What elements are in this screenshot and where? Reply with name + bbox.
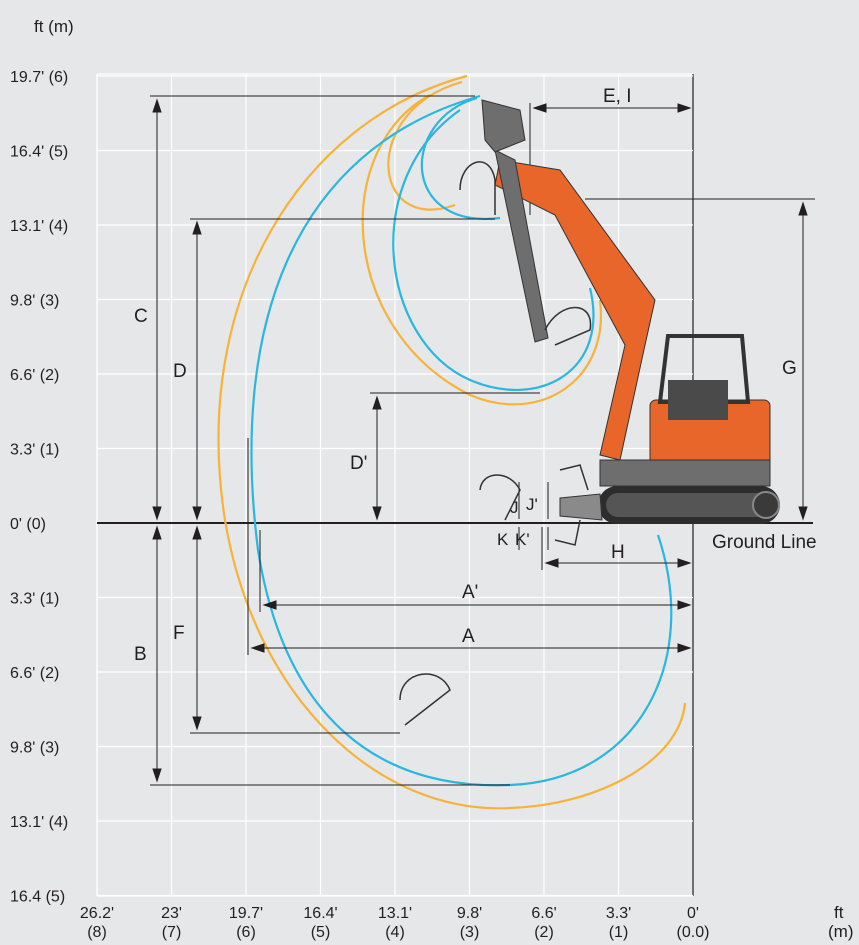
- dim-g-arrow-bottom: [798, 506, 808, 521]
- y-axis-unit: ft (m): [34, 17, 74, 36]
- dim-d-arrow-bottom: [192, 506, 202, 521]
- x-tick-label-m: (7): [162, 924, 182, 941]
- dim-c-arrow-bottom: [152, 506, 162, 521]
- x-axis-ticks: 26.2' (8) 23' (7) 19.7' (6) 16.4' (5) 13.1' (4) 9.…: [80, 905, 710, 941]
- dim-e-i-arrow-right: [677, 103, 692, 113]
- y-tick-label: 6.6' (2): [10, 367, 59, 384]
- ghost-bucket-low: [399, 673, 451, 726]
- arm-reach-outer-curve: [250, 94, 673, 787]
- y-tick-label: 19.7' (6): [10, 69, 68, 86]
- label-a-prime: A': [462, 582, 478, 603]
- dimension-letters: C D D' B F A A' E, I G H J J' K K': [134, 86, 797, 665]
- max-reach-top-loop: [387, 80, 463, 211]
- x-tick-label-ft: 3.3': [606, 905, 631, 922]
- x-axis-unit-m: (m): [828, 922, 853, 941]
- label-g: G: [782, 358, 797, 379]
- dim-a-prime-arrow-right: [677, 600, 692, 610]
- dim-f-arrow-top: [192, 525, 202, 540]
- excavator-bucket: [481, 99, 526, 153]
- grid: [96, 73, 694, 897]
- y-tick-label: 3.3' (1): [10, 442, 59, 459]
- arm-reach-inner-curve: [392, 109, 595, 391]
- dim-c-arrow-top: [152, 98, 162, 113]
- dim-d-prime-arrow-bottom: [372, 506, 382, 521]
- x-tick-label-ft: 19.7': [229, 905, 263, 922]
- excavator-seat: [668, 380, 728, 420]
- ground-line-label: Ground Line: [712, 532, 817, 553]
- excavator-lower-frame: [599, 459, 771, 487]
- dim-h-arrow-left: [544, 558, 559, 568]
- x-tick-label-m: (0.0): [677, 924, 710, 941]
- excavator-dozer-blade: [559, 493, 603, 521]
- y-tick-label: 6.6' (2): [10, 665, 59, 682]
- ghost-bucket-mid: [544, 306, 592, 346]
- x-tick-label-ft: 6.6': [531, 905, 556, 922]
- x-tick-label-ft: 16.4': [303, 905, 337, 922]
- y-tick-label: 13.1' (4): [10, 218, 68, 235]
- dim-b-arrow-top: [152, 525, 162, 540]
- x-tick-label-m: (2): [534, 924, 554, 941]
- x-tick-label-m: (3): [460, 924, 480, 941]
- ghost-bucket-high: [459, 161, 496, 215]
- label-c: C: [134, 306, 148, 327]
- label-h: H: [611, 542, 625, 563]
- label-k: K: [497, 530, 509, 549]
- x-axis-unit-ft: ft: [834, 903, 844, 922]
- dim-a-arrow-right: [677, 643, 692, 653]
- x-tick-label-ft: 0': [687, 905, 699, 922]
- dim-e-i-arrow-left: [532, 103, 547, 113]
- ghost-blade-up: [559, 464, 589, 491]
- dim-f-arrow-bottom: [192, 716, 202, 731]
- y-tick-label: 13.1' (4): [10, 814, 68, 831]
- y-tick-label: 16.4' (5): [10, 144, 68, 161]
- x-tick-label-m: (1): [609, 924, 629, 941]
- y-axis-ticks: 19.7' (6) 16.4' (5) 13.1' (4) 9.8' (3) 6.6' …: [10, 69, 68, 906]
- dim-g-arrow-top: [798, 201, 808, 216]
- dim-a-prime-arrow-left: [262, 600, 277, 610]
- x-tick-label-m: (8): [87, 924, 107, 941]
- ghost-bucket-ground: [479, 474, 521, 521]
- dim-h-arrow-right: [677, 558, 692, 568]
- label-f: F: [173, 623, 185, 644]
- excavator-illustration: [399, 99, 780, 726]
- label-a: A: [462, 626, 475, 647]
- x-tick-label-ft: 23': [161, 905, 182, 922]
- dim-d-prime-arrow-top: [372, 395, 382, 410]
- y-tick-label: 9.8' (3): [10, 293, 59, 310]
- dim-a-arrow-left: [250, 643, 265, 653]
- label-k-prime: K': [515, 530, 530, 549]
- x-tick-label-ft: 13.1': [378, 905, 412, 922]
- max-reach-inner-curve: [361, 94, 603, 406]
- label-d: D: [173, 361, 187, 382]
- label-j: J: [510, 498, 519, 517]
- x-tick-label-m: (6): [236, 924, 256, 941]
- excavator-arm: [494, 149, 549, 343]
- dim-d-arrow-top: [192, 220, 202, 235]
- dim-b-arrow-bottom: [152, 768, 162, 783]
- max-reach-outer-curve: [217, 74, 687, 810]
- excavator-sprocket: [752, 491, 780, 519]
- excavator-track-inner: [606, 493, 772, 517]
- y-tick-label: 0' (0): [10, 516, 46, 533]
- label-e-i: E, I: [603, 86, 632, 107]
- label-b: B: [134, 644, 147, 665]
- label-j-prime: J': [526, 495, 538, 514]
- label-d-prime: D': [350, 453, 367, 474]
- x-tick-label-m: (5): [311, 924, 331, 941]
- digging-envelopes: [217, 74, 687, 810]
- y-tick-label: 3.3' (1): [10, 591, 59, 608]
- dimension-lines: [150, 95, 815, 786]
- x-tick-label-m: (4): [385, 924, 405, 941]
- x-tick-label-ft: 9.8': [457, 905, 482, 922]
- y-tick-label: 16.4 (5): [10, 889, 65, 906]
- y-tick-label: 9.8' (3): [10, 740, 59, 757]
- ghost-blade-down: [554, 519, 581, 546]
- x-tick-label-ft: 26.2': [80, 905, 114, 922]
- arm-reach-top-loop: [420, 96, 501, 221]
